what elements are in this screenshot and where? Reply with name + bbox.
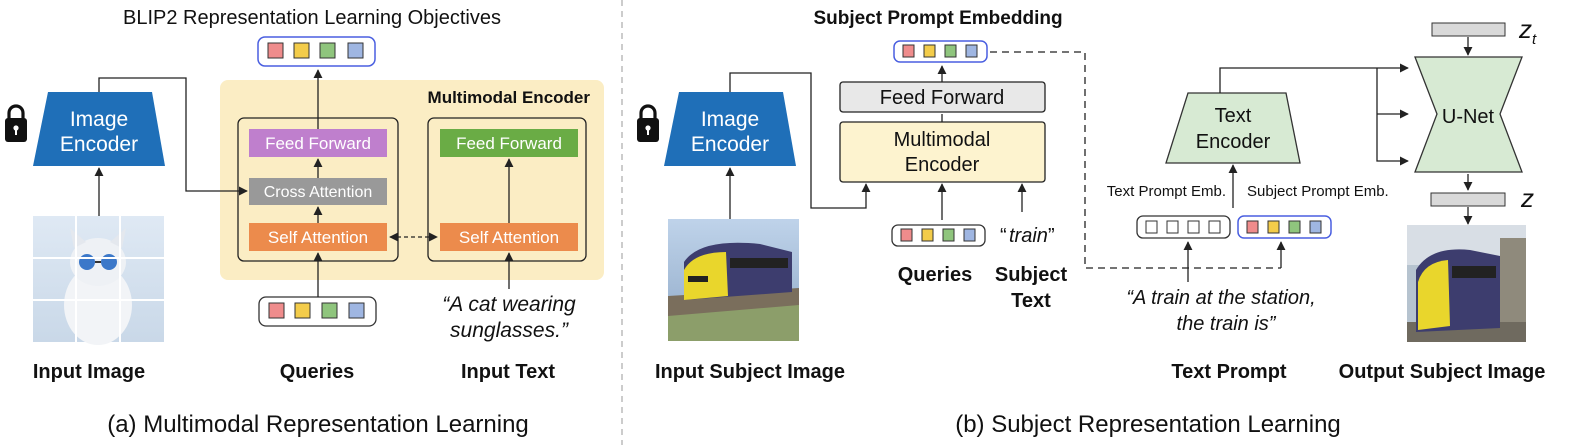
text-encoder-label-1: Text (1215, 105, 1252, 127)
train-word-open-quote: “ (1000, 225, 1007, 247)
text-encoder-label-2: Encoder (1196, 131, 1271, 153)
train-word: train (1009, 225, 1048, 247)
image-encoder-right-label-1: Image (701, 108, 759, 131)
input-query-tokens (258, 296, 377, 327)
zt-symbol: z (1518, 14, 1532, 44)
label-subject-text-2: Text (1011, 290, 1051, 312)
image-encoder-right-label-2: Encoder (691, 133, 769, 156)
subject-prompt-embedding-tokens (893, 40, 988, 63)
caption-left: (a) Multimodal Representation Learning (107, 411, 529, 438)
label-text-prompt: Text Prompt (1171, 361, 1287, 383)
feed-forward-box-1 (249, 129, 387, 157)
caption-right: (b) Subject Representation Learning (955, 411, 1341, 438)
prompt-quote-2: the train is” (1177, 313, 1277, 335)
feed-forward-label-2: Feed Forward (456, 134, 562, 153)
left-title: BLIP2 Representation Learning Objectives (123, 7, 501, 29)
left-panel: BLIP2 Representation Learning Objectives… (5, 7, 604, 438)
query-tokens-right (891, 224, 986, 247)
zt-subscript: t (1532, 31, 1537, 48)
arrow-encoder-to-multimodal (729, 72, 871, 209)
image-encoder-label-2: Encoder (60, 133, 138, 156)
label-queries-left: Queries (280, 361, 354, 383)
text-encoder-box (1165, 92, 1301, 164)
train-at-station-image (1407, 225, 1526, 342)
feed-forward-label-right: Feed Forward (880, 87, 1005, 109)
self-attention-box-2 (440, 223, 578, 251)
cross-attention-label: Cross Attention (264, 184, 373, 201)
label-queries-right: Queries (898, 264, 972, 286)
lock-icon (5, 104, 27, 142)
train-word-close-quote: ” (1048, 225, 1055, 247)
arrow-encoder-to-cross-attention (98, 77, 248, 196)
z-symbol: z (1520, 183, 1534, 213)
output-query-tokens (257, 36, 376, 67)
dashed-subject-embedding-path (990, 51, 1281, 269)
multimodal-encoder-right-label-1: Multimodal (894, 129, 991, 151)
label-output-subject-image: Output Subject Image (1339, 361, 1546, 383)
arrow-text-encoder-to-unet-1 (1219, 63, 1409, 93)
right-title: Subject Prompt Embedding (813, 8, 1062, 29)
self-attention-label-2: Self Attention (459, 228, 559, 247)
prompt-quote-1: “A train at the station, (1126, 287, 1315, 309)
text-prompt-emb-label: Text Prompt Emb. (1107, 183, 1226, 200)
label-input-text: Input Text (461, 361, 555, 383)
zt-latent-box (1431, 22, 1506, 37)
lock-icon-right (637, 104, 659, 142)
train-image (668, 219, 799, 341)
feed-forward-label-1: Feed Forward (265, 134, 371, 153)
self-attention-box-1 (249, 223, 387, 251)
label-input-subject-image: Input Subject Image (655, 361, 845, 383)
text-prompt-tokens (1136, 215, 1231, 239)
unet-box (1414, 56, 1523, 173)
unet-label: U-Net (1442, 106, 1495, 128)
z-latent-box (1430, 192, 1506, 207)
input-text-quote-2: sunglasses.” (450, 319, 569, 342)
self-attention-label-1: Self Attention (268, 228, 368, 247)
subject-prompt-emb-label: Subject Prompt Emb. (1247, 183, 1389, 200)
image-encoder-box-right (664, 92, 796, 166)
feed-forward-box-2 (440, 129, 578, 157)
multimodal-encoder-right-label-2: Encoder (905, 154, 980, 176)
image-encoder-label-1: Image (70, 108, 128, 131)
subject-prompt-tokens (1237, 215, 1332, 239)
right-panel: Subject Prompt Embedding Image Encoder F… (637, 8, 1545, 438)
input-text-quote-1: “A cat wearing (442, 293, 576, 316)
label-input-image: Input Image (33, 361, 145, 383)
label-subject-text-1: Subject (995, 264, 1068, 286)
multimodal-encoder-label: Multimodal Encoder (428, 88, 591, 107)
cross-attention-box (249, 178, 387, 205)
image-encoder-box (33, 92, 165, 166)
arrow-text-encoder-to-unet-3 (1376, 68, 1409, 166)
cat-with-sunglasses-image (33, 216, 164, 345)
